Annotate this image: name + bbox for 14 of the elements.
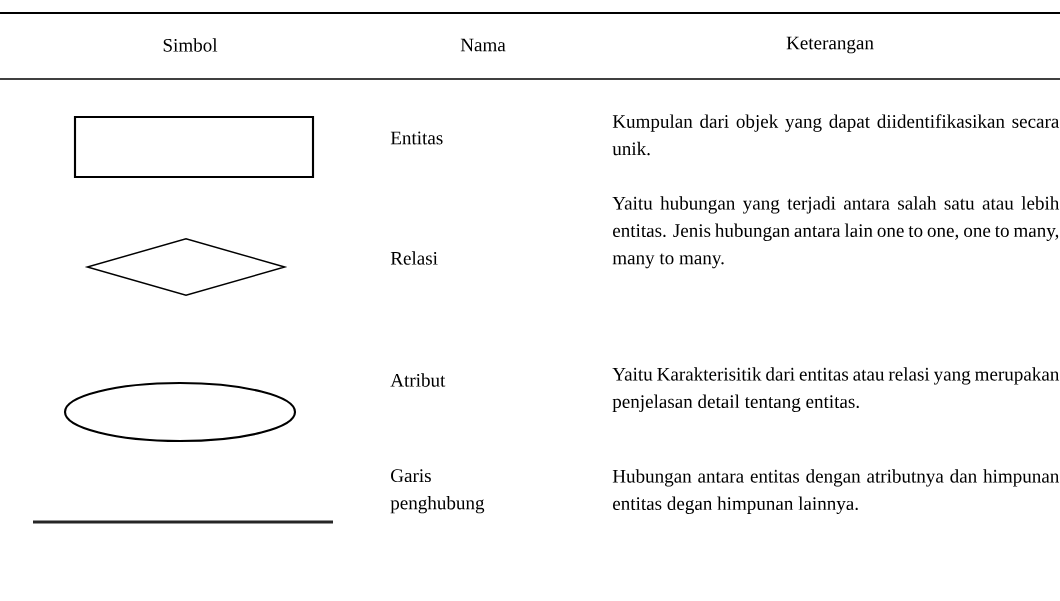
symbol-name: Garis penghubung [390,469,485,514]
symbol-name: Atribut [390,373,446,387]
description-text: Yaitu hubungan yang terjadi antara salah satu atau lebih entitas. Jenis hubungan antara lain one to one, one to many, many to many. [612,196,1060,269]
symbol-name: Entitas [390,131,443,145]
attribute-ellipse [63,381,297,443]
header-text: Keterangan [786,36,874,54]
header-text: Simbol [163,38,218,52]
description-text: Hubungan antara entitas dengan atributnya dan himpunan entitas degan himpunan lainnya. [612,469,1060,514]
connector-line-symbol [33,520,333,524]
entity-rectangle [73,115,315,179]
description-text: Yaitu Karakterisitik dari entitas atau relasi yang merupakan penjelasan detail tentang entitas. [612,367,1060,412]
description-text: Kumpulan dari objek yang dapat diidentifikasikan secara unik. [612,114,1060,156]
header-text: Nama [460,38,506,52]
symbol-name: Relasi [390,251,438,265]
